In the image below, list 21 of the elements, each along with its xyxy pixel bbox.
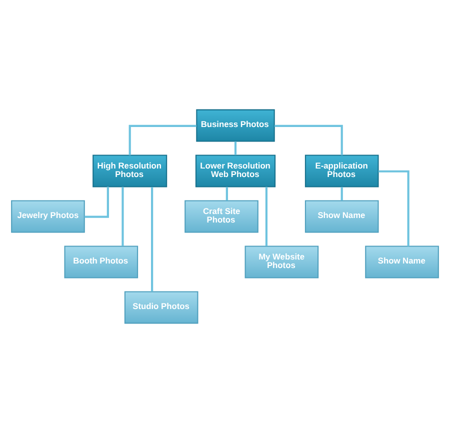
node-box: High Resolution Photos — [92, 154, 168, 188]
node-box: E-application Photos — [304, 154, 379, 188]
connector — [226, 186, 228, 201]
node-box: Craft Site Photos — [184, 200, 258, 233]
node-box: Booth Photos — [64, 246, 138, 278]
node-box: Jewelry Photos — [11, 200, 85, 233]
connector — [378, 170, 410, 246]
node-box: Business Photos — [196, 109, 275, 142]
node-box: My Website Photos — [244, 246, 319, 278]
connector — [128, 124, 196, 156]
connector — [84, 186, 109, 218]
connector — [122, 186, 124, 246]
connector — [265, 186, 268, 246]
node-box: Show Name — [304, 200, 379, 233]
connector — [274, 124, 343, 156]
connector — [340, 186, 343, 201]
connector — [151, 186, 154, 292]
node-box: Studio Photos — [124, 291, 198, 324]
node-box: Lower Resolution Web Photos — [195, 154, 276, 188]
node-box: Show Name — [365, 246, 439, 278]
connector — [234, 141, 237, 156]
